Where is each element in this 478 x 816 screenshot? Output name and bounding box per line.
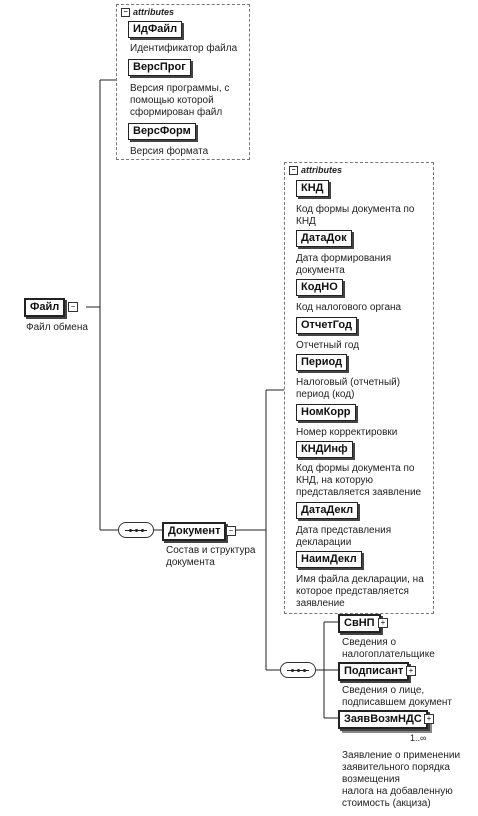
root-attributes-header[interactable]: −attributes bbox=[121, 7, 174, 18]
attr-kndinf[interactable]: КНДИнф bbox=[296, 441, 353, 458]
document-expand-icon[interactable]: − bbox=[226, 526, 236, 536]
element-podpisant-desc: Сведения о лице, подписавшем документ bbox=[342, 685, 453, 708]
root-element-desc: Файл обмена bbox=[26, 322, 88, 333]
element-podpisant[interactable]: Подписант bbox=[338, 662, 410, 681]
attr-idfile-desc: Идентификатор файла bbox=[130, 43, 238, 54]
attr-versform[interactable]: ВерсФорм bbox=[128, 123, 196, 140]
attr-datadok-desc: Дата формирования документа bbox=[296, 253, 392, 276]
sequence-compositor-icon[interactable] bbox=[118, 522, 154, 538]
collapse-icon[interactable]: − bbox=[289, 166, 298, 176]
attr-kodno[interactable]: КодНО bbox=[296, 279, 343, 296]
zayavvozmnds-expand-icon[interactable]: + bbox=[424, 714, 434, 724]
attr-versform-desc: Версия формата bbox=[130, 146, 209, 157]
element-svnp[interactable]: СвНП bbox=[338, 614, 381, 633]
element-zayavvozmnds-desc: Заявление о применении заявительного пор… bbox=[342, 750, 461, 809]
document-attributes-header[interactable]: −attributes bbox=[289, 165, 342, 176]
attr-nomkorr-desc: Номер корректировки bbox=[296, 427, 398, 438]
element-svnp-desc: Сведения о налогоплательщике bbox=[342, 637, 435, 660]
element-document[interactable]: Документ bbox=[162, 522, 227, 541]
attr-naimdekl[interactable]: НаимДекл bbox=[296, 551, 362, 568]
attr-naimdekl-desc: Имя файла декларации, на которое предста… bbox=[296, 574, 424, 609]
podpisant-expand-icon[interactable]: + bbox=[406, 666, 416, 676]
attr-otchetgod-desc: Отчетный год bbox=[296, 340, 360, 351]
element-document-desc: Состав и структура документа bbox=[166, 545, 256, 568]
sequence-compositor-icon[interactable] bbox=[280, 662, 316, 678]
attr-datadekl-desc: Дата представления декларации bbox=[296, 525, 392, 548]
root-expand-icon[interactable]: − bbox=[68, 302, 78, 312]
attr-knd[interactable]: КНД bbox=[296, 180, 329, 197]
element-zayavvozmnds[interactable]: ЗаявВозмНДС bbox=[338, 710, 428, 729]
attr-period-desc: Налоговый (отчетный) период (код) bbox=[296, 377, 401, 400]
attr-otchetgod[interactable]: ОтчетГод bbox=[296, 317, 357, 334]
attr-nomkorr[interactable]: НомКорр bbox=[296, 404, 356, 421]
svnp-expand-icon[interactable]: + bbox=[378, 618, 388, 628]
attr-datadok[interactable]: ДатаДок bbox=[296, 230, 352, 247]
attr-versprog-desc: Версия программы, с помощью которой сфор… bbox=[130, 83, 230, 118]
collapse-icon[interactable]: − bbox=[121, 8, 130, 18]
attr-datadekl[interactable]: ДатаДекл bbox=[296, 502, 359, 519]
root-element-file[interactable]: Файл bbox=[24, 298, 66, 317]
attr-idfile[interactable]: ИдФайл bbox=[128, 21, 183, 38]
attr-versprog[interactable]: ВерсПрог bbox=[128, 59, 191, 76]
attr-kndinf-desc: Код формы документа по КНД, на которую п… bbox=[296, 463, 422, 498]
multiplicity-label: 1..∞ bbox=[410, 733, 427, 743]
attr-knd-desc: Код формы документа по КНД bbox=[296, 204, 415, 227]
attr-period[interactable]: Период bbox=[296, 354, 348, 371]
attr-kodno-desc: Код налогового органа bbox=[296, 302, 402, 313]
